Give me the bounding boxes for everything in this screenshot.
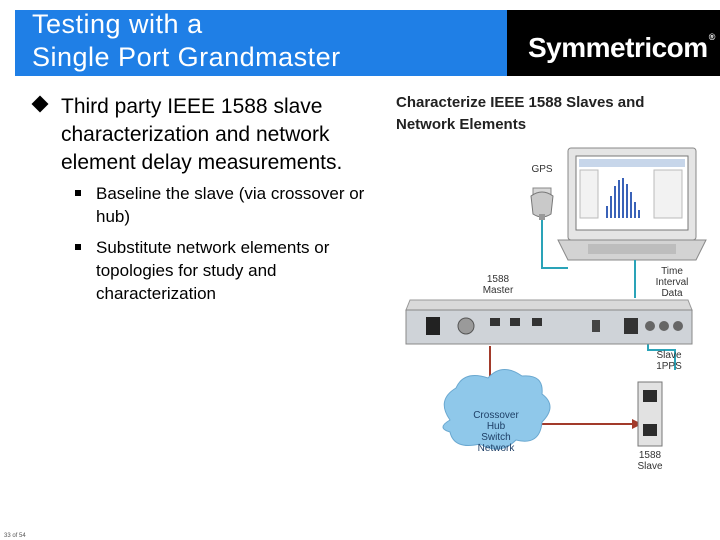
master-label-line-2: Master	[482, 285, 514, 296]
cloud-label-line-2: Hub	[486, 421, 506, 432]
cloud-label-line-4: Network	[477, 443, 515, 454]
master-device-icon	[405, 299, 693, 345]
page-number: 33 of 54	[4, 533, 26, 539]
slave-label-line-1: 1588	[638, 450, 662, 461]
logo-text: Symmetricom	[528, 32, 708, 63]
sub-bullet: Substitute network elements or topologie…	[75, 236, 396, 305]
title-line-2: Single Port Grandmaster	[32, 42, 341, 72]
tid-label-line-3: Data	[661, 288, 683, 299]
main-bullet: Third party IEEE 1588 slave characteriza…	[31, 93, 392, 177]
cloud-label-line-3: Switch	[481, 432, 511, 443]
logo-bar	[507, 10, 720, 76]
main-bullet-text: Third party IEEE 1588 slave characteriza…	[61, 95, 343, 174]
cloud-label-line-1: Crossover	[473, 410, 519, 421]
diagram-graphics	[405, 147, 707, 450]
gps-antenna-icon	[530, 187, 554, 220]
diagram-title-line-2: Network Elements	[396, 116, 527, 133]
logo-registered-mark: ®	[708, 32, 716, 42]
diamond-bullet-icon	[31, 95, 49, 113]
network-cloud-icon	[442, 369, 551, 450]
title-bar	[15, 10, 507, 76]
diagram-title: Characterize IEEE 1588 Slaves and Networ…	[396, 92, 716, 136]
square-bullet-icon	[75, 190, 81, 196]
tid-label-line-1: Time	[661, 266, 683, 277]
test-setup-diagram: Characterize IEEE 1588 Slaves and Networ…	[392, 88, 720, 478]
slave1pps-label-line-1: Slave	[656, 350, 682, 361]
slave-label-line-2: Slave	[637, 461, 663, 472]
sub-bullet-text: Substitute network elements or topologie…	[96, 238, 330, 303]
laptop-icon	[557, 147, 707, 261]
sub-bullet: Baseline the slave (via crossover or hub…	[75, 182, 396, 228]
slave-1pps-label: Slave 1PPS	[649, 350, 689, 372]
cloud-label: Crossover Hub Switch Network	[466, 410, 526, 454]
diagram-title-line-1: Characterize IEEE 1588 Slaves and	[396, 94, 645, 111]
time-interval-data-label: Time Interval Data	[650, 266, 694, 299]
tid-label-line-2: Interval	[655, 277, 689, 288]
slave-device-icon	[637, 381, 663, 447]
sub-bullet-text: Baseline the slave (via crossover or hub…	[96, 184, 365, 226]
square-bullet-icon	[75, 244, 81, 250]
slide-header: Testing with a Single Port Grandmaster S…	[0, 0, 720, 76]
slave1pps-label-line-2: 1PPS	[656, 361, 682, 372]
gps-label: GPS	[531, 164, 553, 175]
title-line-1: Testing with a	[32, 9, 203, 39]
symmetricom-logo: Symmetricom®	[528, 32, 715, 64]
slave-label: 1588 Slave	[632, 450, 668, 472]
slide-title: Testing with a Single Port Grandmaster	[32, 8, 341, 74]
master-label-line-1: 1588	[486, 274, 510, 285]
master-label: 1588 Master	[478, 274, 518, 296]
